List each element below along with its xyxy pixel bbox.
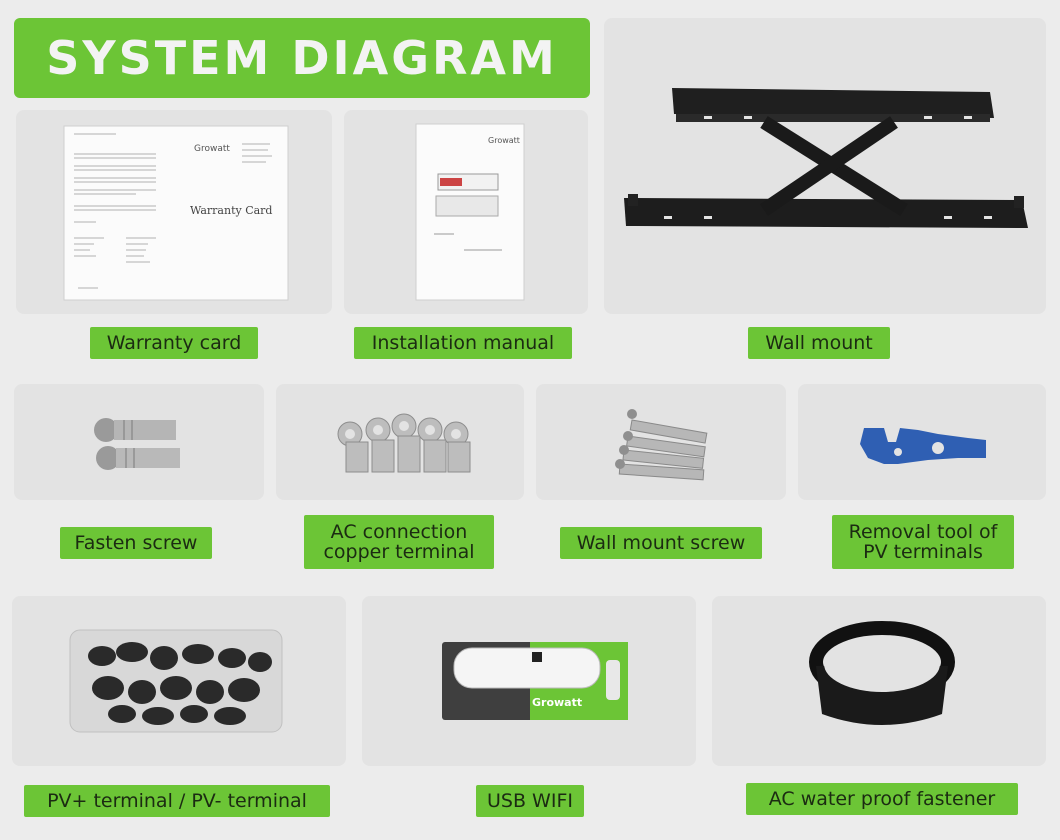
pv-terminal-image bbox=[69, 629, 283, 733]
pv-terminal-label: PV+ terminal / PV- terminal bbox=[24, 785, 330, 817]
ac-terminal-image bbox=[337, 413, 471, 473]
wall-mount-panel bbox=[604, 18, 1046, 314]
removal-tool-label: Removal tool of PV terminals bbox=[832, 515, 1014, 569]
warranty-card-label: Warranty card bbox=[90, 327, 258, 359]
wall-mount-image bbox=[624, 88, 1028, 228]
installation-manual-label: Installation manual bbox=[354, 327, 572, 359]
ac-fastener-image bbox=[809, 621, 955, 725]
ac-terminal-label: AC connection copper terminal bbox=[304, 515, 494, 569]
pv-terminal-panel bbox=[12, 596, 346, 766]
installation-manual-panel: Growatt bbox=[344, 110, 588, 314]
ac-fastener-label: AC water proof fastener bbox=[746, 783, 1018, 815]
warranty-card-heading: Warranty Card bbox=[190, 204, 273, 217]
wall-mount-label: Wall mount bbox=[748, 327, 890, 359]
removal-tool-label-line1: Removal tool of bbox=[848, 521, 998, 543]
usb-wifi-label: USB WIFI bbox=[476, 785, 584, 817]
ac-terminal-label-line1: AC connection bbox=[330, 521, 468, 543]
ac-terminal-panel bbox=[276, 384, 524, 500]
ac-terminal-label-line2: copper terminal bbox=[323, 541, 475, 563]
usb-wifi-brand: Growatt bbox=[532, 696, 583, 709]
usb-wifi-panel: Growatt bbox=[362, 596, 696, 766]
fasten-screw-panel bbox=[14, 384, 264, 500]
removal-tool-image bbox=[860, 428, 986, 464]
installation-manual-brand: Growatt bbox=[488, 136, 520, 145]
warranty-card-image bbox=[63, 125, 289, 301]
warranty-card-panel: Growatt Warranty Card bbox=[16, 110, 332, 314]
wall-mount-screw-image bbox=[615, 409, 708, 481]
ac-fastener-panel bbox=[712, 596, 1046, 766]
page-title: SYSTEM DIAGRAM bbox=[14, 18, 590, 98]
installation-manual-image bbox=[415, 123, 525, 301]
usb-wifi-image bbox=[442, 642, 628, 720]
fasten-screw-image bbox=[94, 418, 180, 470]
wall-mount-screw-panel bbox=[536, 384, 786, 500]
removal-tool-panel bbox=[798, 384, 1046, 500]
removal-tool-label-line2: PV terminals bbox=[863, 541, 983, 563]
fasten-screw-label: Fasten screw bbox=[60, 527, 212, 559]
warranty-card-brand: Growatt bbox=[194, 144, 230, 154]
wall-mount-screw-label: Wall mount screw bbox=[560, 527, 762, 559]
